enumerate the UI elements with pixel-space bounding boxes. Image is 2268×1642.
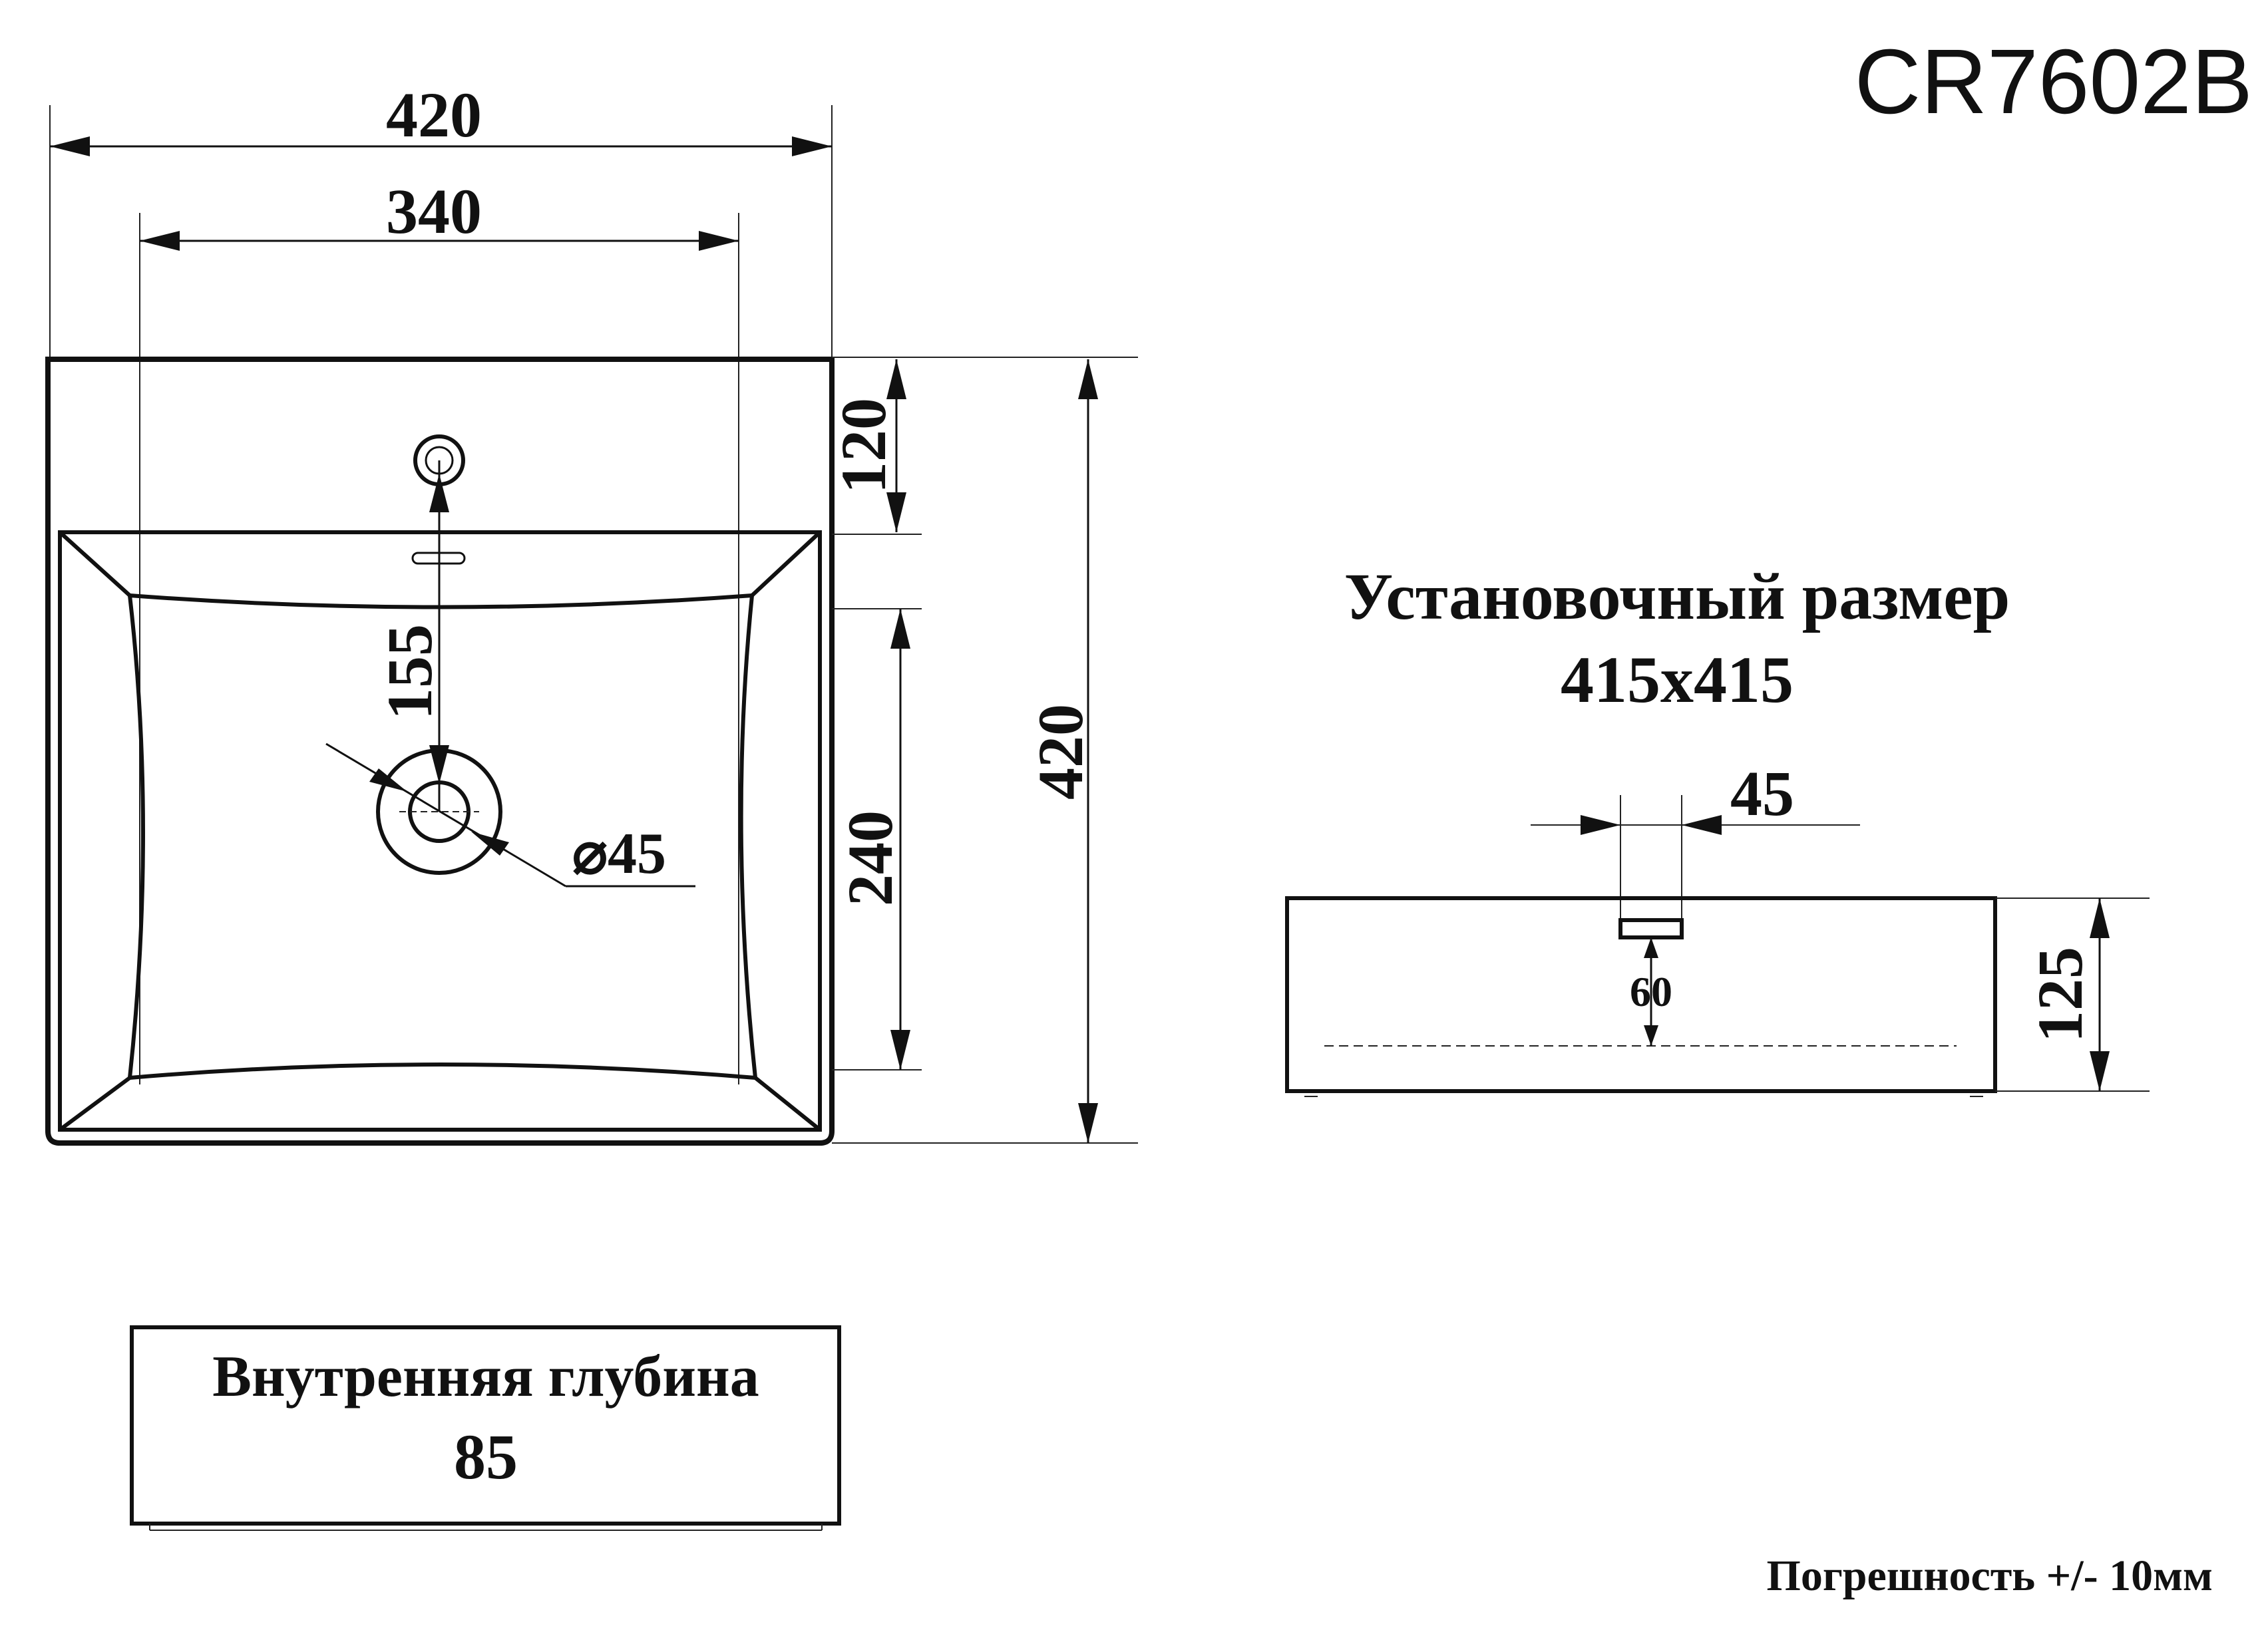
drain-diameter-dimension: ⌀45 bbox=[325, 742, 695, 888]
tap-depth-label: 60 bbox=[1630, 968, 1672, 1015]
side-tap-boss bbox=[1618, 918, 1684, 939]
tolerance-note: Погрешность +/- 10мм bbox=[1766, 1552, 2213, 1600]
side-body bbox=[1285, 896, 1997, 1093]
basin-outline bbox=[45, 357, 835, 1146]
tap-hole-width-label: 45 bbox=[1730, 758, 1794, 829]
depth-dimension-overall: 420 bbox=[1025, 359, 1098, 1143]
tap-depth-dimension: 60 bbox=[1630, 937, 1672, 1046]
width-dimension-bowl: 340 bbox=[140, 176, 739, 251]
depth-overall-label: 420 bbox=[1025, 704, 1096, 800]
inner-depth-label: Внутренняя глубина bbox=[212, 1345, 759, 1409]
height-dimension: 125 bbox=[1995, 898, 2150, 1092]
bowl-depth-label: 240 bbox=[835, 810, 906, 906]
inner-depth-value: 85 bbox=[454, 1421, 518, 1492]
height-label: 125 bbox=[2024, 947, 2096, 1043]
inner-depth-box: Внутренняя глубина 85 bbox=[130, 1325, 841, 1531]
model-code: CR7602B bbox=[1855, 31, 2253, 133]
mounting-size-title: Установочный размер bbox=[1344, 560, 2010, 633]
tap-to-drain-label: 155 bbox=[374, 624, 445, 720]
mounting-size-value: 415x415 bbox=[1561, 643, 1794, 717]
bowl-depth-dimension: 240 bbox=[835, 609, 910, 1070]
width-dimension-overall: 420 bbox=[50, 79, 832, 156]
width-overall-label: 420 bbox=[386, 79, 482, 150]
deck-depth-dimension: 120 bbox=[828, 359, 906, 532]
tap-hole-width-dimension: 45 bbox=[1531, 758, 1860, 918]
deck-depth-label: 120 bbox=[828, 398, 899, 494]
top-view: 420 340 bbox=[45, 79, 1138, 1146]
mounting-size: Установочный размер 415x415 bbox=[1344, 560, 2010, 717]
tap-to-drain-dimension: 155 bbox=[374, 460, 449, 812]
drain-diameter-label: ⌀45 bbox=[572, 822, 666, 886]
side-view: 45 60 125 bbox=[1285, 758, 2150, 1097]
width-bowl-label: 340 bbox=[386, 176, 482, 247]
